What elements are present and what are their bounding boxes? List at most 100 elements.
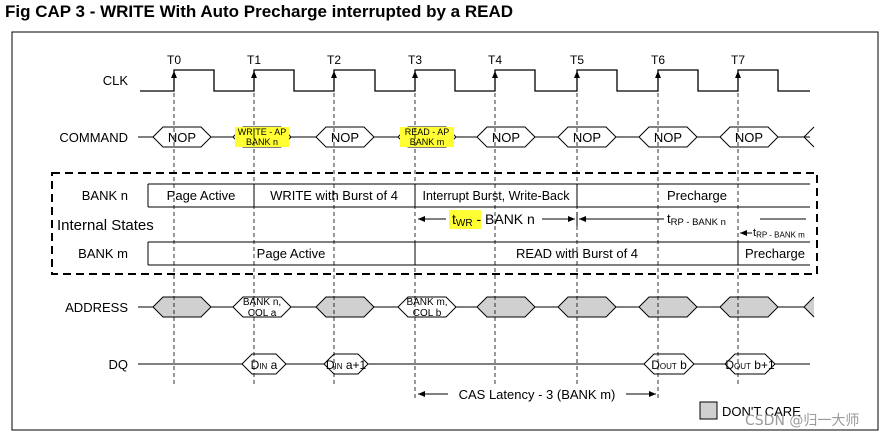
trp-m-symbol: t xyxy=(753,227,756,239)
command-text: NOP xyxy=(654,130,682,145)
dont-care-swatch xyxy=(699,401,718,420)
address-text: COL a xyxy=(248,308,277,319)
tick-label: T3 xyxy=(408,53,422,67)
command-text: READ - AP xyxy=(405,127,450,137)
command-continuation xyxy=(803,126,815,148)
dq-sub: OUT xyxy=(660,362,677,371)
command-text: WRITE - AP xyxy=(238,127,287,137)
dq-slot xyxy=(241,353,287,375)
dq-text: DIN a+1 xyxy=(326,358,367,372)
trp-n-sub: RP - BANK n xyxy=(671,217,726,228)
bank-n-write-burst: WRITE with Burst of 4 xyxy=(270,188,398,203)
dq-rest: b+1 xyxy=(751,358,775,372)
bank-m-read-burst: READ with Burst of 4 xyxy=(516,246,638,261)
figure-title: Fig CAP 3 - WRITE With Auto Precharge in… xyxy=(5,2,513,21)
dq-base: D xyxy=(725,358,734,372)
twr-suffix: - xyxy=(473,211,485,227)
command-text: NOP xyxy=(331,130,359,145)
rising-edge-arrow xyxy=(735,71,741,78)
dq-base: D xyxy=(651,358,660,372)
tick-label: T0 xyxy=(167,53,181,67)
tick-label: T6 xyxy=(651,53,665,67)
dq-slot xyxy=(724,353,776,375)
address-slot xyxy=(476,296,536,318)
diagram-frame xyxy=(11,31,879,431)
command-text: BANK m xyxy=(410,137,445,147)
twr-symbol: t xyxy=(452,211,456,227)
command-text: NOP xyxy=(168,130,196,145)
command-highlight xyxy=(235,127,289,147)
dont-care-label: DON'T CARE xyxy=(722,404,801,419)
twr-sub: WR xyxy=(456,218,473,229)
address-slot xyxy=(315,296,375,318)
internal-states-box xyxy=(51,172,818,275)
bank-n-precharge: Precharge xyxy=(667,188,727,203)
command-text: NOP xyxy=(735,130,763,145)
cas-arrowhead-left xyxy=(418,391,425,397)
trp-m-label: tRP - BANK m xyxy=(753,227,805,240)
address-slot xyxy=(232,296,292,318)
address-slot xyxy=(638,296,698,318)
command-label: COMMAND xyxy=(59,130,128,145)
watermark: CSDN @归一大师 xyxy=(745,413,860,429)
dq-text: DIN a xyxy=(251,358,278,372)
dq-sub: IN xyxy=(334,362,342,371)
internal-states-label: Internal States xyxy=(57,217,154,234)
address-text: BANK n, xyxy=(243,297,281,308)
address-slot xyxy=(397,296,457,318)
bank-m-precharge: Precharge xyxy=(745,246,805,261)
dq-base: D xyxy=(251,358,260,372)
trp-n-arrowhead-left xyxy=(579,216,586,222)
rising-edge-arrow xyxy=(574,71,580,78)
address-label: ADDRESS xyxy=(65,300,128,315)
bank-n-box xyxy=(147,183,810,208)
address-text: COL b xyxy=(413,308,442,319)
bank-m-box xyxy=(147,241,810,266)
command-slot xyxy=(719,126,779,148)
twr-bank: BANK n xyxy=(485,211,535,227)
tick-label: T2 xyxy=(327,53,341,67)
tick-label: T4 xyxy=(488,53,502,67)
dq-rest: a+1 xyxy=(342,358,366,372)
rising-edge-arrow xyxy=(492,71,498,78)
tick-label: T5 xyxy=(570,53,584,67)
twr-highlight xyxy=(449,210,481,229)
command-slot xyxy=(315,126,375,148)
dq-sub: IN xyxy=(259,362,267,371)
command-text: NOP xyxy=(573,130,601,145)
dq-sub: OUT xyxy=(734,362,751,371)
command-text: NOP xyxy=(492,130,520,145)
twr-arrowhead-right xyxy=(568,216,575,222)
address-continuation xyxy=(803,296,815,318)
bank-m-page-active: Page Active xyxy=(257,246,326,261)
clock-waveform xyxy=(140,69,810,92)
bank-m-label: BANK m xyxy=(78,246,128,261)
dq-rest: b xyxy=(677,358,687,372)
twr-arrowhead-left xyxy=(418,216,425,222)
rising-edge-arrow xyxy=(171,71,177,78)
dq-text: DOUT b xyxy=(651,358,687,372)
dq-base: D xyxy=(326,358,335,372)
cas-latency-label: CAS Latency - 3 (BANK m) xyxy=(459,387,616,402)
tick-label: T1 xyxy=(247,53,261,67)
address-text: BANK m, xyxy=(406,297,447,308)
dq-label: DQ xyxy=(109,357,129,372)
dq-rest: a xyxy=(267,358,277,372)
rising-edge-arrow xyxy=(655,71,661,78)
clk-label: CLK xyxy=(103,73,129,88)
command-slot xyxy=(557,126,617,148)
rising-edge-arrow xyxy=(412,71,418,78)
command-text: BANK n xyxy=(246,137,278,147)
command-slot xyxy=(638,126,698,148)
address-slot xyxy=(152,296,212,318)
command-slot xyxy=(476,126,536,148)
rising-edge-arrow xyxy=(331,71,337,78)
bank-n-label: BANK n xyxy=(82,188,128,203)
trp-n-label: tRP - BANK n xyxy=(667,211,726,228)
dq-text: DOUT b+1 xyxy=(725,358,775,372)
command-slot xyxy=(152,126,212,148)
trp-n-symbol: t xyxy=(667,211,671,226)
command-highlight xyxy=(400,127,454,147)
trp-m-sub: RP - BANK m xyxy=(756,231,805,240)
